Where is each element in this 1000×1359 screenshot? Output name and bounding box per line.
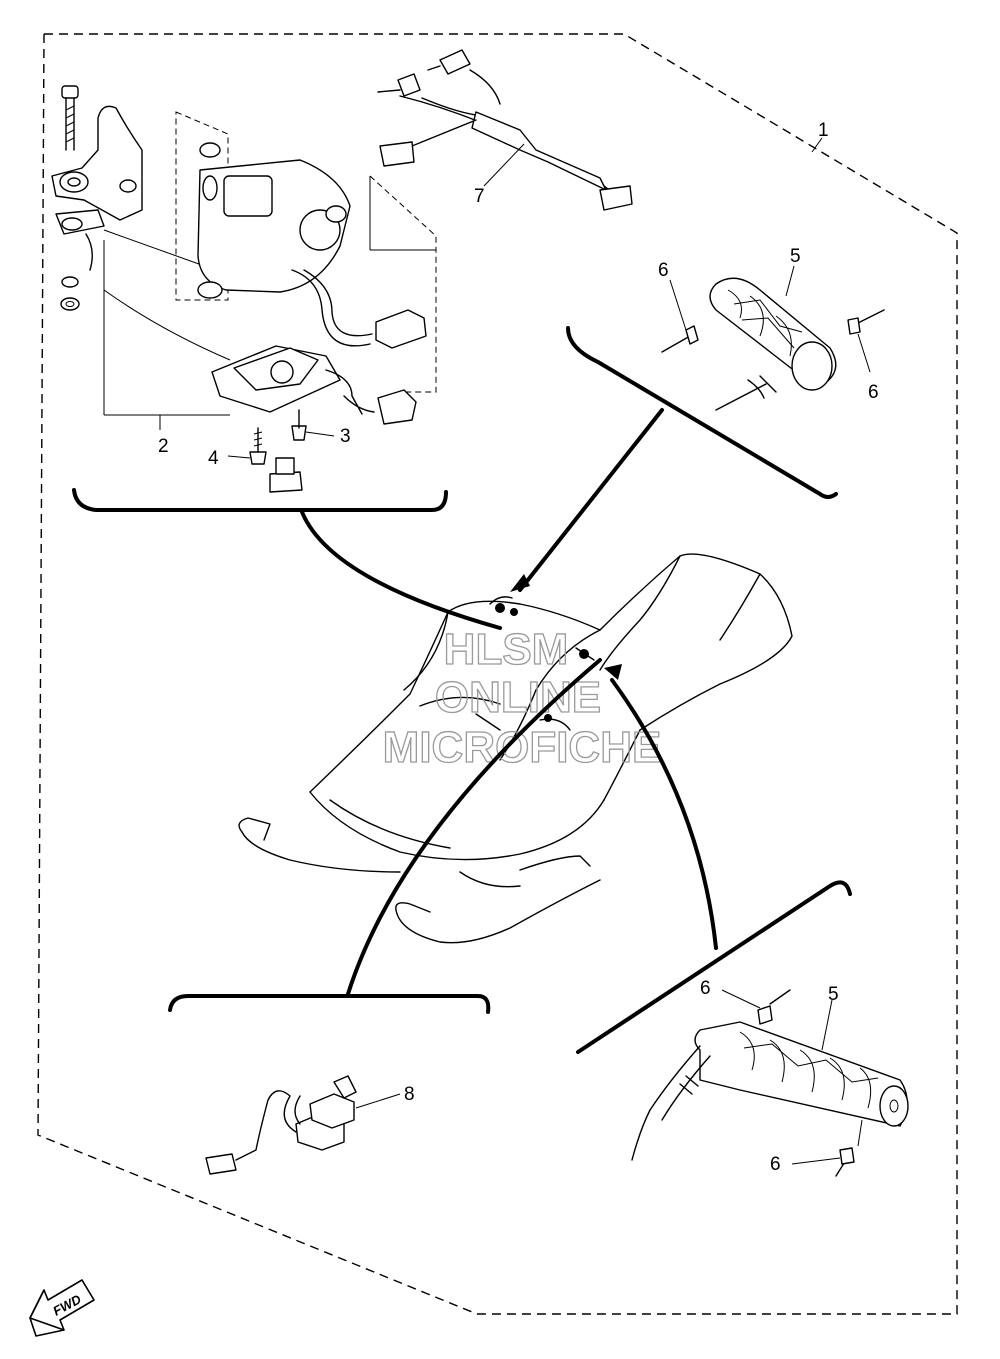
bracket-left-grip [576, 880, 852, 1054]
switch-assembly [51, 85, 437, 493]
forward-direction-badge: FWD [29, 1279, 95, 1337]
callout-6-top-left: 6 [658, 260, 669, 281]
callout-4: 4 [208, 448, 219, 469]
pointer-toggle [346, 658, 602, 996]
bracket-toggle [168, 994, 491, 1014]
toggle-switch [205, 1075, 401, 1175]
callout-2: 2 [158, 436, 169, 457]
pointer-switch [300, 510, 502, 630]
callout-6-bottom-upper: 6 [700, 978, 711, 999]
callout-1: 1 [818, 120, 829, 141]
callout-3: 3 [340, 426, 351, 447]
fwd-arrow-icon [29, 1279, 95, 1331]
bracket-switch [72, 488, 448, 512]
callout-5-top: 5 [790, 246, 801, 267]
callout-6-bottom-lower: 6 [770, 1154, 781, 1175]
pointer-right-grip [518, 408, 664, 592]
leader-1 [811, 137, 823, 153]
callout-7: 7 [474, 186, 485, 207]
arrowhead-1 [510, 574, 530, 592]
watermark: HLSM ONLINE MICROFICHE [382, 624, 662, 772]
left-grip-bottom [631, 989, 909, 1177]
right-grip-top [566, 265, 885, 499]
callout-5-bottom: 5 [828, 984, 839, 1005]
callout-6-top-right: 6 [868, 382, 879, 403]
assembly-boundary [37, 33, 958, 1315]
wire-harness [377, 49, 633, 211]
callout-8: 8 [404, 1084, 415, 1105]
snowmobile [238, 553, 793, 944]
watermark-line-1: HLSM [444, 625, 569, 674]
pointer-left-grip [610, 678, 718, 950]
arrowhead-2 [604, 664, 622, 680]
